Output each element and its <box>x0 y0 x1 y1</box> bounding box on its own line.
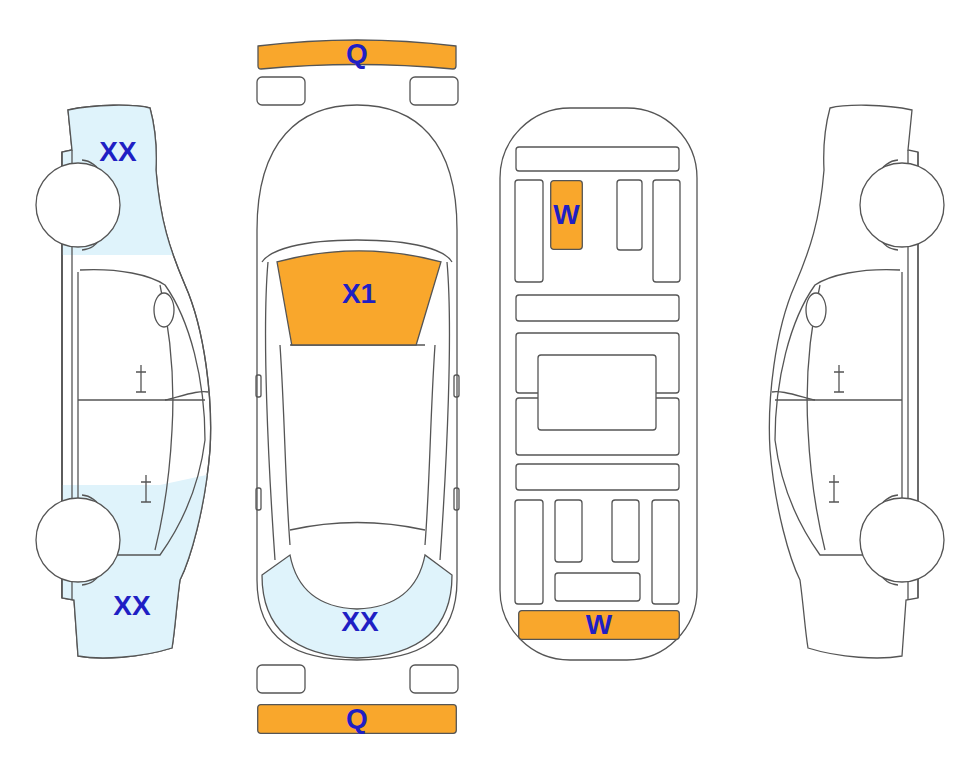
area-code: Q <box>346 40 368 68</box>
underbody-area: W <box>550 180 583 250</box>
area-code: W <box>553 201 579 229</box>
area-code: XX <box>113 592 150 620</box>
underbody-area: W <box>518 610 680 640</box>
area-code: XX <box>99 138 136 166</box>
area-code: X1 <box>342 280 376 308</box>
rear-bumper-area: Q <box>257 704 457 734</box>
area-code: Q <box>346 705 368 733</box>
front-bumper-area: Q <box>257 38 457 70</box>
windshield-area: X1 <box>275 242 443 346</box>
area-code: W <box>586 611 612 639</box>
area-code: XX <box>341 608 378 636</box>
